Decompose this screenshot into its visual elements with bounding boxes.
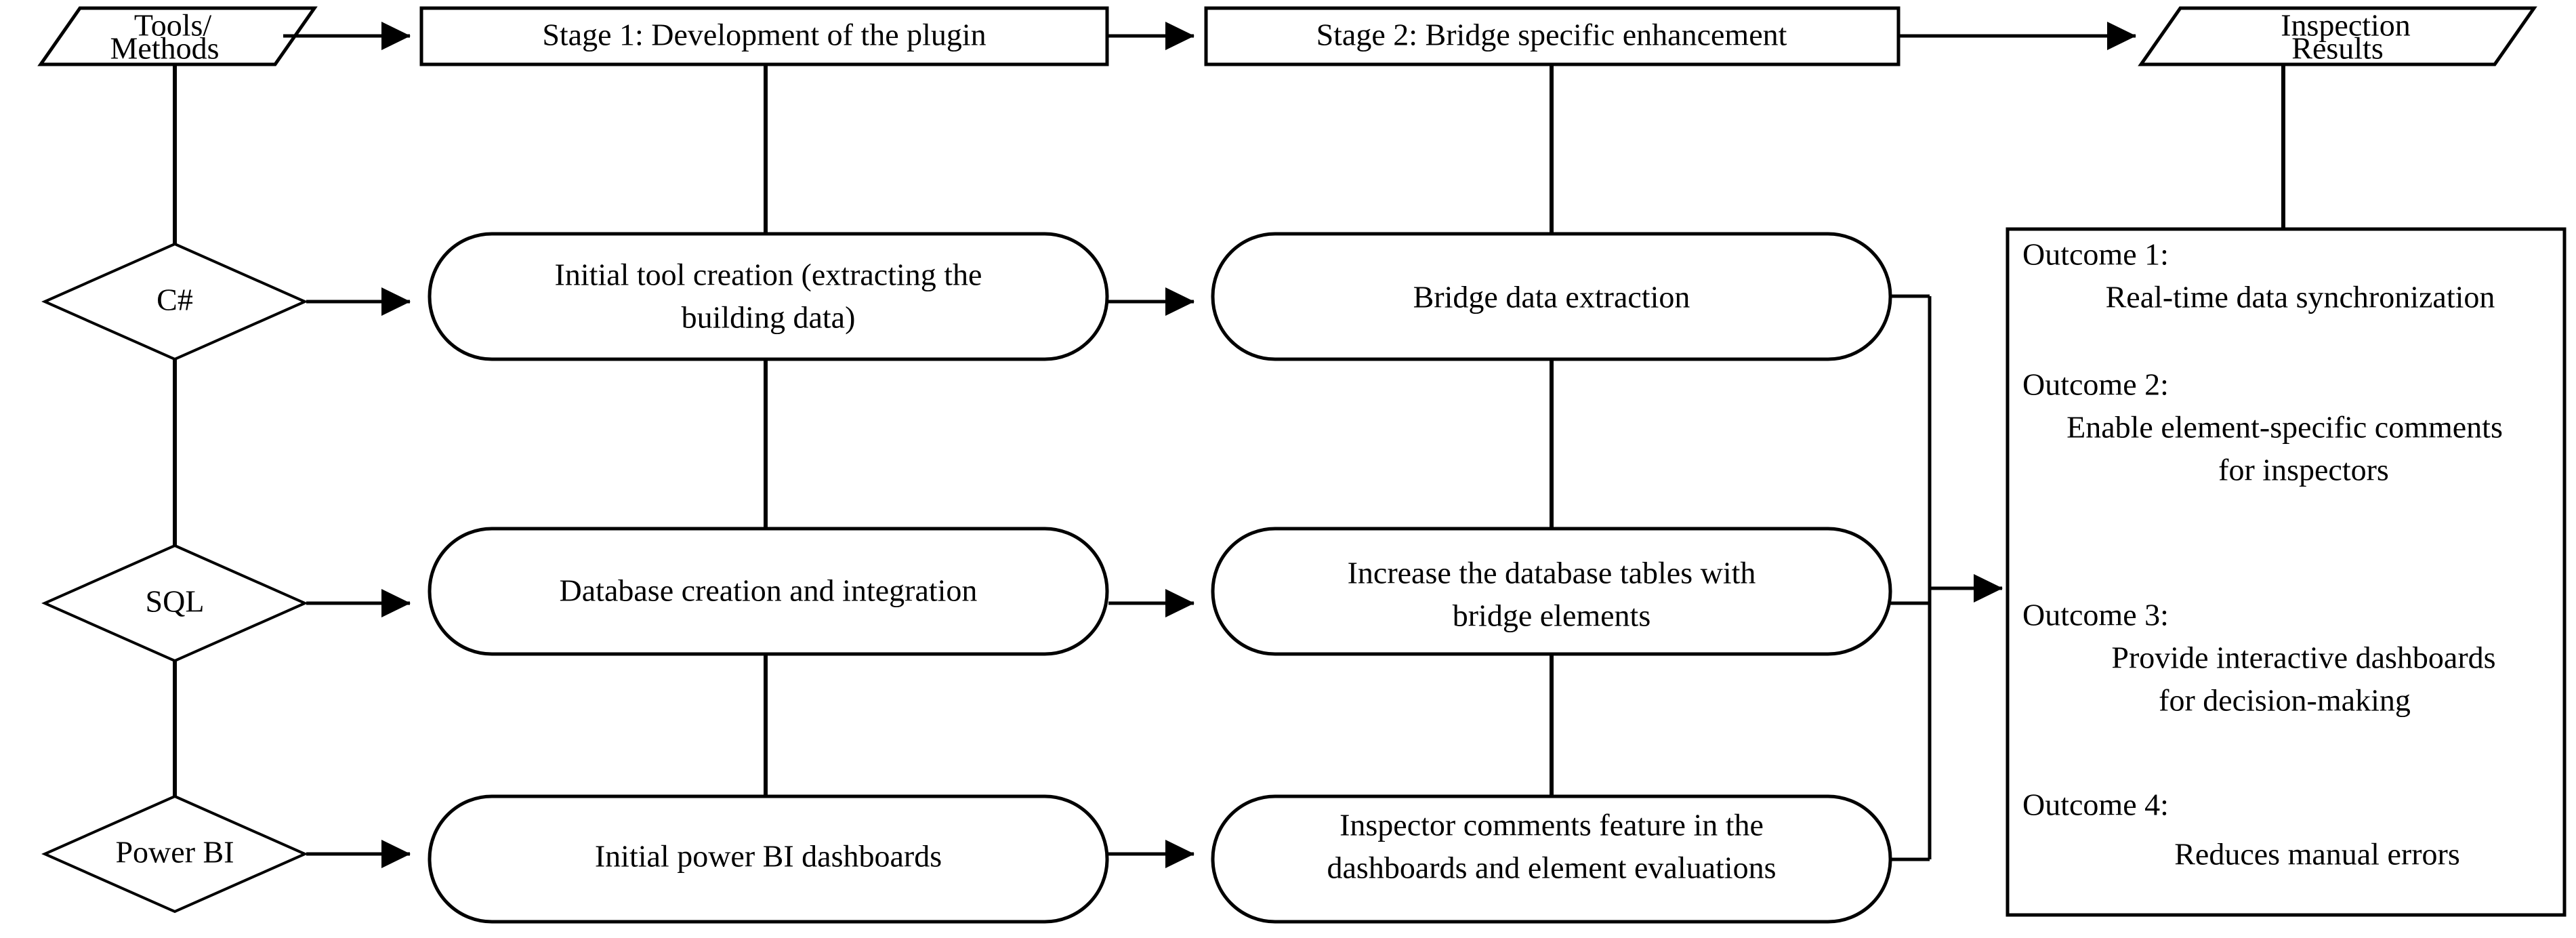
outcome-1-body-line1: Real-time data synchronization [2106,280,2495,314]
inspection-results-parallelogram[interactable] [2138,6,2537,66]
outcome-3-body-line1: Provide interactive dashboards [2111,640,2495,675]
proc-box-stage1-row2-line1: Database creation and integration [560,573,978,608]
proc-box-stage1-row1-line1: Initial tool creation (extracting the [555,258,982,292]
tools-methods-line2: Methods [110,31,220,66]
tool-diamond-csharp-label: C# [157,283,193,317]
stage1-label: Stage 1: Development of the plugin [542,18,986,52]
proc-box-stage1-row2[interactable] [428,527,1109,656]
outcome-3-body-line2: for decision-making [2159,683,2411,718]
tool-diamond-powerbi[interactable] [41,794,308,914]
proc-box-stage2-row2-line2: bridge elements [1453,598,1651,633]
outcome-2-heading: Outcome 2: [2022,367,2169,402]
outcome-2-body-line1: Enable element-specific comments [2066,410,2503,445]
stage1-box[interactable] [419,6,1109,66]
inspection-results-line2: Results [2291,31,2383,66]
outcome-2-body-line2: for inspectors [2218,453,2389,487]
stage2-box[interactable] [1204,6,1900,66]
inspection-results-line1: Inspection [2281,8,2411,43]
proc-box-stage2-row3-line2: dashboards and element evaluations [1327,851,1777,885]
stage2-label: Stage 2: Bridge specific enhancement [1316,18,1787,52]
tool-diamond-csharp[interactable] [41,242,308,361]
tools-methods-parallelogram[interactable] [37,6,318,66]
outcome-3-heading: Outcome 3: [2022,598,2169,632]
proc-box-stage1-row3[interactable] [428,794,1109,924]
proc-box-stage2-row3-line1: Inspector comments feature in the [1339,808,1764,842]
proc-box-stage2-row2[interactable] [1211,527,1892,656]
outcome-1-heading: Outcome 1: [2022,237,2169,272]
proc-box-stage1-row1[interactable] [428,232,1109,361]
proc-box-stage1-row1-line2: building data) [682,300,856,335]
proc-box-stage1-row3-line1: Initial power BI dashboards [595,839,942,874]
outcome-4-body-line1: Reduces manual errors [2174,837,2460,872]
proc-box-stage2-row1-line1: Bridge data extraction [1413,280,1690,314]
outcomes-panel[interactable] [2006,227,2567,917]
tool-diamond-sql-label: SQL [146,584,205,619]
proc-box-stage2-row2-line1: Increase the database tables with [1348,556,1756,590]
tool-diamond-powerbi-label: Power BI [115,835,234,870]
outcome-4-heading: Outcome 4: [2022,788,2169,822]
tools-methods-line1: Tools/ [134,8,212,43]
tool-diamond-sql[interactable] [41,544,308,663]
